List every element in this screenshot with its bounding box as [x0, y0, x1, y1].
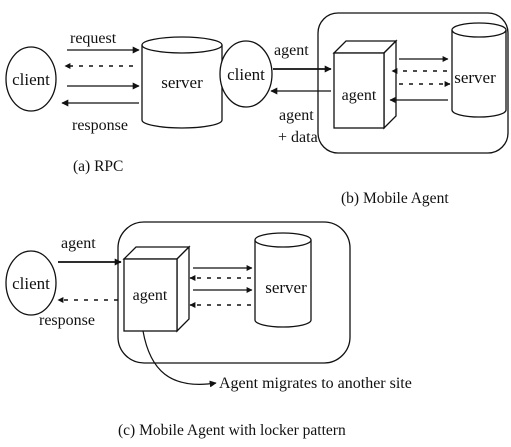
client-label: client	[227, 65, 265, 84]
caption-a: (a) RPC	[73, 158, 123, 175]
return-label-1: agent	[279, 107, 314, 124]
panel-rpc: client server request response (a) RPC	[5, 30, 223, 175]
server-cylinder	[141, 36, 223, 129]
client-node	[5, 250, 57, 316]
server-label: server	[454, 68, 496, 87]
server-cylinder	[254, 232, 312, 328]
server-cylinder	[451, 22, 507, 118]
client-label: client	[12, 70, 50, 89]
caption-b: (b) Mobile Agent	[341, 190, 449, 207]
agent-edge-label: agent	[61, 235, 96, 252]
return-label-2: + data	[278, 129, 318, 146]
request-label: request	[70, 30, 117, 47]
caption-c: (c) Mobile Agent with locker pattern	[118, 422, 346, 439]
agent-box-label: agent	[133, 287, 168, 304]
agent-cube	[332, 39, 398, 130]
agent-cube	[122, 245, 191, 333]
panel-locker-pattern: client agent server agent response Agent…	[5, 221, 412, 439]
migration-arrow	[142, 330, 217, 388]
client-node	[5, 46, 57, 112]
panel-mobile-agent: client agent server agent agent + data (…	[219, 12, 509, 207]
client-label: client	[12, 274, 50, 293]
response-label: response	[39, 312, 95, 329]
server-label: server	[161, 73, 203, 92]
response-label: response	[72, 117, 128, 134]
agent-box-label: agent	[342, 87, 377, 104]
migration-label: Agent migrates to another site	[219, 375, 412, 392]
agent-edge-label: agent	[274, 42, 309, 59]
server-label: server	[265, 278, 307, 297]
client-node	[219, 40, 273, 108]
